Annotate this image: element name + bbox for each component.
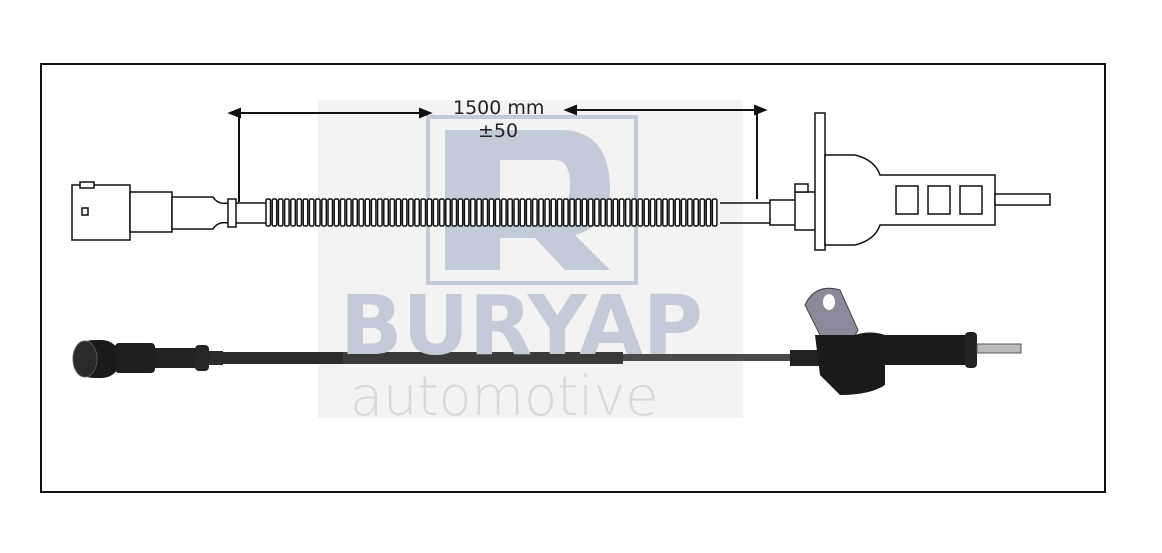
corrugation-rib [271, 198, 278, 227]
corrugation-rib [339, 198, 346, 227]
corrugation-rib [401, 198, 408, 227]
corrugation-rib [364, 198, 371, 227]
corrugation-rib [538, 198, 545, 227]
corrugation-rib [662, 198, 669, 227]
corrugation-rib [290, 198, 297, 227]
corrugation-rib [277, 198, 284, 227]
corrugation-rib [445, 198, 452, 227]
corrugation-rib [482, 198, 489, 227]
corrugation-rib [370, 198, 377, 227]
logo-r-icon [445, 130, 610, 270]
corrugation-rib [655, 198, 662, 227]
corrugation-rib [469, 198, 476, 227]
corrugation-rib [624, 198, 631, 227]
cable-photo-render [72, 287, 1022, 395]
corrugation-rib [345, 198, 352, 227]
corrugation-rib [321, 198, 328, 227]
corrugation-rib [649, 198, 656, 227]
corrugation-rib [581, 198, 588, 227]
corrugation-rib [314, 198, 321, 227]
corrugation-rib [637, 198, 644, 227]
corrugation-rib [674, 198, 681, 227]
corrugation-rib [525, 198, 532, 227]
corrugation-rib [668, 198, 675, 227]
corrugation-rib [600, 198, 607, 227]
corrugation-rib [457, 198, 464, 227]
corrugation-rib [556, 198, 563, 227]
corrugation-rib [618, 198, 625, 227]
corrugation-rib [711, 198, 718, 227]
corrugation-rib [531, 198, 538, 227]
corrugation-rib [302, 198, 309, 227]
corrugation-rib [438, 198, 445, 227]
corrugation-rib [705, 198, 712, 227]
corrugation-rib [463, 198, 470, 227]
drawing-frame [40, 63, 1106, 493]
corrugation-rib [643, 198, 650, 227]
watermark-logo [318, 100, 743, 418]
corrugation-rib [407, 198, 414, 227]
watermark-subtitle: automotive [350, 365, 659, 428]
corrugation-rib [395, 198, 402, 227]
corrugation-rib [352, 198, 359, 227]
corrugation-rib [383, 198, 390, 227]
corrugation-rib [575, 198, 582, 227]
corrugation-rib [519, 198, 526, 227]
corrugation-rib [488, 198, 495, 227]
corrugation-rib [507, 198, 514, 227]
corrugated-sleeve [265, 198, 718, 227]
dimension-annotation [227, 104, 768, 202]
corrugation-rib [562, 198, 569, 227]
corrugation-rib [420, 198, 427, 227]
connector-housing [71, 184, 131, 241]
corrugation-rib [631, 198, 638, 227]
corrugation-rib [283, 198, 290, 227]
corrugation-rib [389, 198, 396, 227]
corrugation-rib [606, 198, 613, 227]
corrugation-rib [358, 198, 365, 227]
corrugation-rib [680, 198, 687, 227]
corrugation-rib [587, 198, 594, 227]
corrugation-rib [376, 198, 383, 227]
corrugation-rib [476, 198, 483, 227]
corrugation-rib [550, 198, 557, 227]
corrugation-rib [333, 198, 340, 227]
corrugation-rib [494, 198, 501, 227]
corrugation-rib [265, 198, 272, 227]
corrugation-rib [513, 198, 520, 227]
watermark-brand: BURYAP [340, 279, 703, 374]
corrugation-rib [500, 198, 507, 227]
corrugation-rib [569, 198, 576, 227]
dimension-tolerance: ±50 [478, 120, 519, 142]
corrugation-rib [414, 198, 421, 227]
corrugation-rib [699, 198, 706, 227]
corrugation-rib [693, 198, 700, 227]
dimension-length: 1500 mm [453, 97, 545, 119]
cable-line-drawing [71, 112, 1051, 251]
corrugation-rib [296, 198, 303, 227]
corrugation-rib [544, 198, 551, 227]
corrugation-rib [451, 198, 458, 227]
corrugation-rib [426, 198, 433, 227]
corrugation-rib [327, 198, 334, 227]
corrugation-rib [432, 198, 439, 227]
corrugation-rib [686, 198, 693, 227]
corrugation-rib [593, 198, 600, 227]
corrugation-rib [612, 198, 619, 227]
corrugation-rib [308, 198, 315, 227]
